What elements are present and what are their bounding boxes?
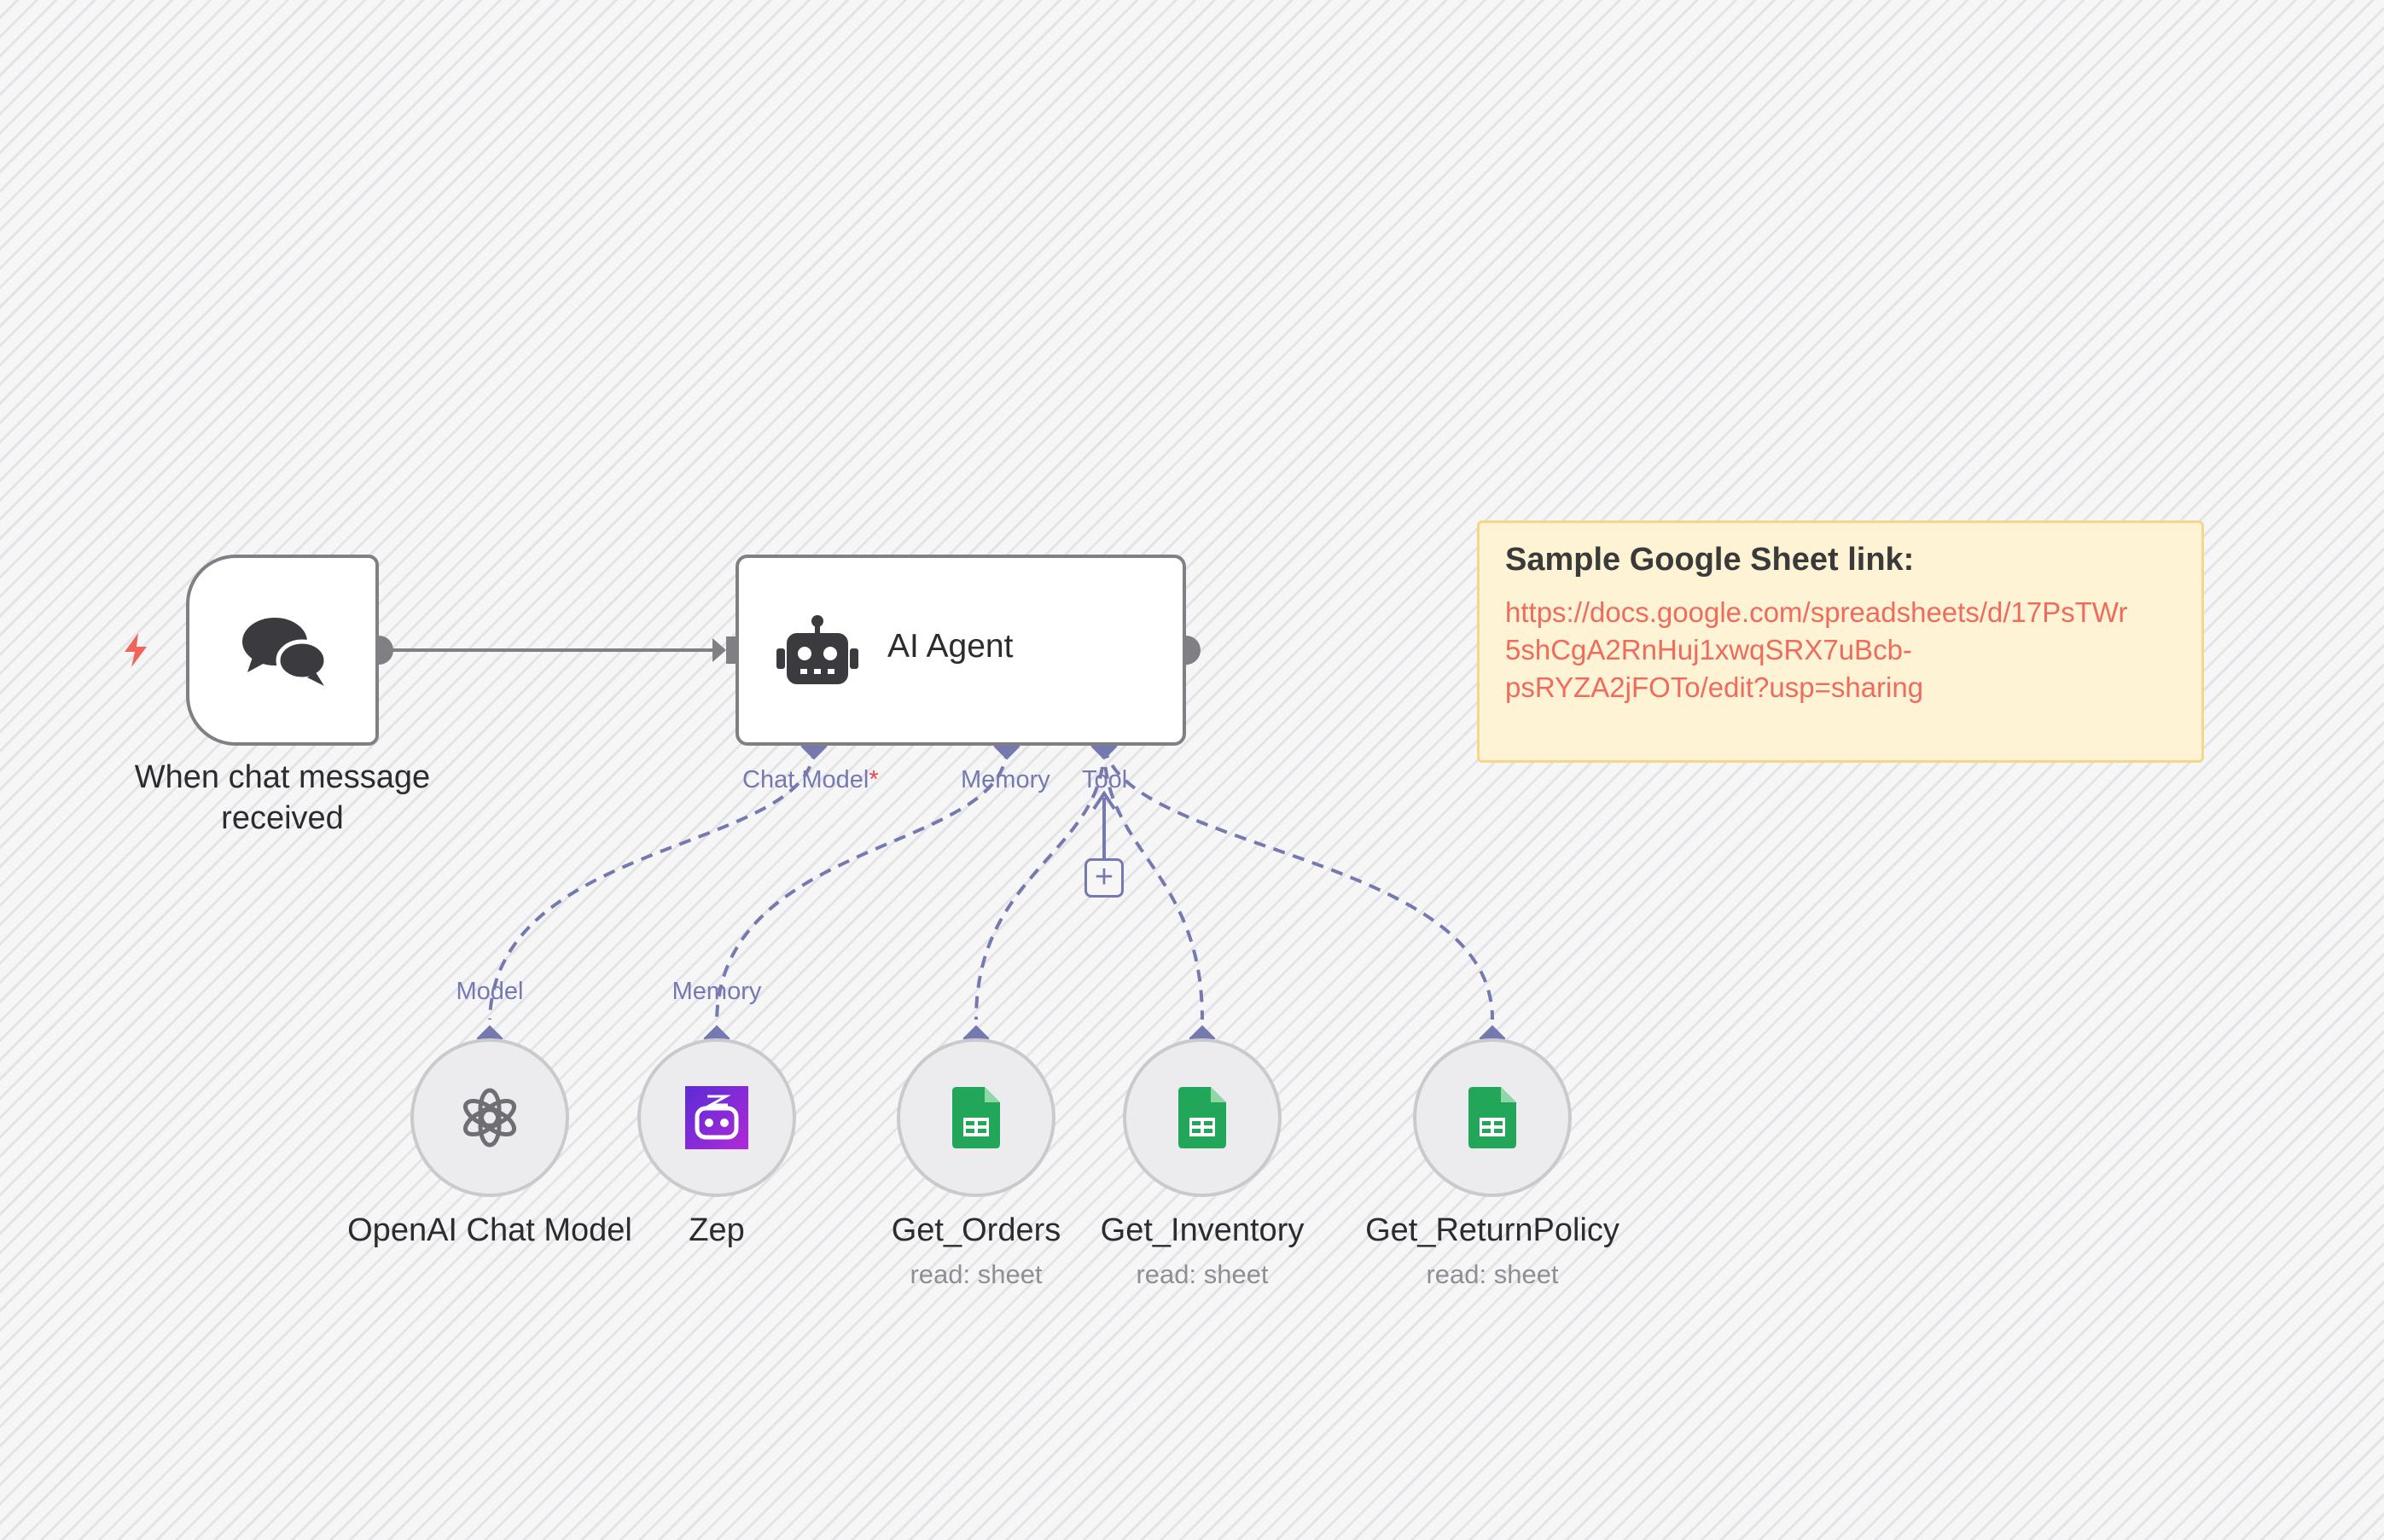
get-orders-subtitle: read: sheet [910,1259,1043,1289]
get-returnpolicy-node[interactable] [1413,1038,1572,1197]
connection-arrow-icon [712,638,726,662]
arrow-up-icon [1092,790,1116,811]
lightning-bolt-icon [125,633,147,667]
get-returnpolicy-subtitle: read: sheet [1426,1259,1559,1289]
memory-handle-label: Memory [961,766,1050,793]
robot-icon [776,615,858,684]
model-connection[interactable] [488,746,816,1020]
sticky-note[interactable]: Sample Google Sheet link: https://docs.g… [1477,520,2204,763]
memory-connection[interactable] [715,746,1009,1020]
zep-memory-node[interactable] [637,1038,796,1197]
trigger-title-line1: When chat message [134,759,431,795]
trigger-title: When chat message received [112,757,453,839]
agent-title: AI Agent [887,628,1014,665]
sticky-note-title: Sample Google Sheet link: [1505,542,1915,578]
sheet-link[interactable]: https://docs.google.com/spreadsheets/d/1… [1505,594,2176,706]
google-sheets-icon [952,1087,1000,1148]
openai-logo-icon [463,1088,516,1148]
chat-trigger-node[interactable] [186,555,379,746]
get-orders-node[interactable] [897,1038,1055,1197]
zep-logo-icon [685,1086,748,1149]
zep-handle-label: Memory [672,978,762,1005]
sheet-link-line3[interactable]: psRYZA2jFOTo/edit?usp=sharing [1505,671,1924,703]
sheet-link-line2[interactable]: 5shCgA2RnHuj1xwqSRX7uBcb- [1505,634,1912,665]
tool-connection-inventory[interactable] [1102,746,1204,1020]
trigger-title-line2: received [221,800,344,836]
get-inventory-node[interactable] [1123,1038,1282,1197]
get-orders-title: Get_Orders [891,1212,1061,1248]
ai-agent-node[interactable]: AI Agent [736,555,1186,746]
tool-connection-orders[interactable] [974,746,1106,1020]
add-tool-button[interactable]: + [1084,858,1124,898]
sheet-link-line1[interactable]: https://docs.google.com/spreadsheets/d/1… [1505,596,2128,628]
chat-bubbles-icon [242,618,329,686]
required-mark: * [869,766,879,793]
get-returnpolicy-title: Get_ReturnPolicy [1365,1212,1619,1248]
openai-node-title: OpenAI Chat Model [347,1212,632,1248]
chat-model-handle-label: Chat Model* [742,766,879,794]
get-inventory-title: Get_Inventory [1100,1212,1305,1248]
chat-model-label-text: Chat Model [742,766,869,793]
openai-handle-label: Model [456,978,524,1005]
google-sheets-icon [1178,1087,1226,1148]
tool-handle-label: Tool [1082,766,1128,793]
openai-chat-model-node[interactable] [410,1038,569,1197]
agent-input-handle[interactable] [726,636,738,664]
get-inventory-subtitle: read: sheet [1136,1259,1269,1289]
tool-connection-returnpolicy[interactable] [1102,746,1495,1020]
zep-node-title: Zep [689,1212,745,1248]
google-sheets-icon [1468,1087,1516,1148]
